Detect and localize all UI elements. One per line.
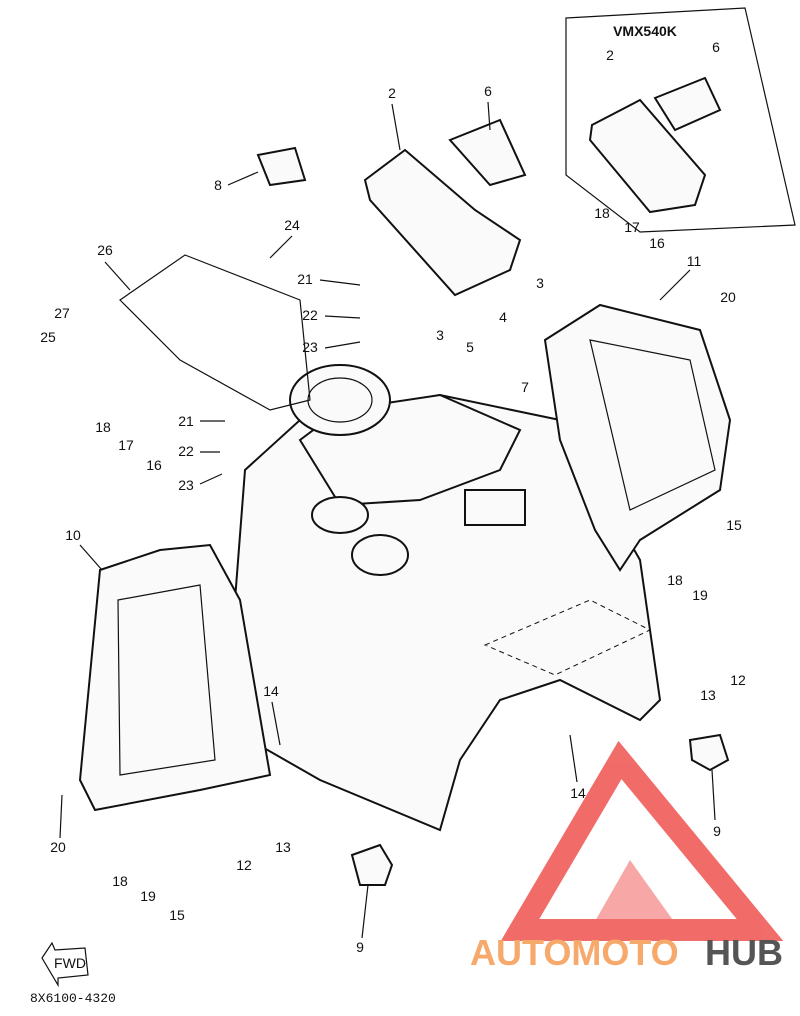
callout-14-right: 14	[570, 785, 586, 801]
callout-20-right: 20	[720, 289, 736, 305]
callout-17-left: 17	[118, 437, 134, 453]
callout-5: 5	[466, 339, 474, 355]
callout-labels: 2 6 8 24 26 27 25 21 22 23 3 3 4 5 7 21 …	[40, 83, 746, 955]
callout-18-top: 18	[594, 205, 610, 221]
callout-9-left: 9	[356, 939, 364, 955]
diagram-code: 8X6100-4320	[30, 991, 116, 1006]
right-side-panel	[543, 303, 732, 572]
callout-4: 4	[499, 309, 507, 325]
watermark-logo	[500, 740, 784, 941]
callout-19-right: 19	[692, 587, 708, 603]
callout-9-right: 9	[713, 823, 721, 839]
watermark-text-part2: HUB	[705, 932, 783, 973]
callout-23: 23	[302, 339, 318, 355]
emblem-part	[448, 118, 527, 187]
inset-label-6: 6	[712, 39, 720, 55]
fwd-arrow: FWD	[41, 941, 89, 988]
callout-13-left: 13	[275, 839, 291, 855]
callout-21: 21	[297, 271, 313, 287]
callout-13-right: 13	[700, 687, 716, 703]
callout-26: 26	[97, 242, 113, 258]
callout-22-lower: 22	[178, 443, 194, 459]
callout-22: 22	[302, 307, 318, 323]
pad-part	[256, 146, 307, 187]
callout-3-right: 3	[536, 275, 544, 291]
grommet-part-left	[350, 843, 394, 886]
callout-10: 10	[65, 527, 81, 543]
grommet-part-right	[688, 733, 730, 772]
callout-12-right: 12	[730, 672, 746, 688]
inset-emblem-part	[653, 76, 722, 132]
fwd-label: FWD	[54, 955, 86, 971]
callout-20-left: 20	[50, 839, 66, 855]
callout-6: 6	[484, 83, 492, 99]
callout-7: 7	[521, 379, 529, 395]
inset-title: VMX540K	[613, 23, 677, 39]
callout-16-top: 16	[649, 235, 665, 251]
callout-17-top: 17	[624, 219, 640, 235]
inset-label-2: 2	[606, 47, 614, 63]
callout-24: 24	[284, 217, 300, 233]
callout-15-bottom: 15	[169, 907, 185, 923]
callout-14-left: 14	[263, 683, 279, 699]
callout-16-left: 16	[146, 457, 162, 473]
callout-21-lower: 21	[178, 413, 194, 429]
callout-2: 2	[388, 85, 396, 101]
leader-lines	[59, 101, 716, 939]
callout-8: 8	[214, 177, 222, 193]
inset-panel: VMX540K 2 6	[565, 7, 796, 233]
left-side-panel	[78, 543, 272, 812]
callout-18-bottom: 18	[112, 873, 128, 889]
inset-cover-part	[588, 98, 707, 214]
callout-11: 11	[687, 253, 702, 269]
callout-19-bottom: 19	[140, 888, 156, 904]
watermark-text-part1: AUTOMOTO	[470, 932, 679, 973]
callout-27: 27	[54, 305, 70, 321]
bracket-part	[119, 254, 311, 411]
callout-15-right: 15	[726, 517, 742, 533]
callout-12-left: 12	[236, 857, 252, 873]
callout-23-lower: 23	[178, 477, 194, 493]
callout-18-right: 18	[667, 572, 683, 588]
fuel-tank-cover	[233, 364, 662, 832]
callout-25: 25	[40, 329, 56, 345]
callout-18-left: 18	[95, 419, 111, 435]
top-cover-part	[363, 148, 522, 297]
callout-3-left: 3	[436, 327, 444, 343]
